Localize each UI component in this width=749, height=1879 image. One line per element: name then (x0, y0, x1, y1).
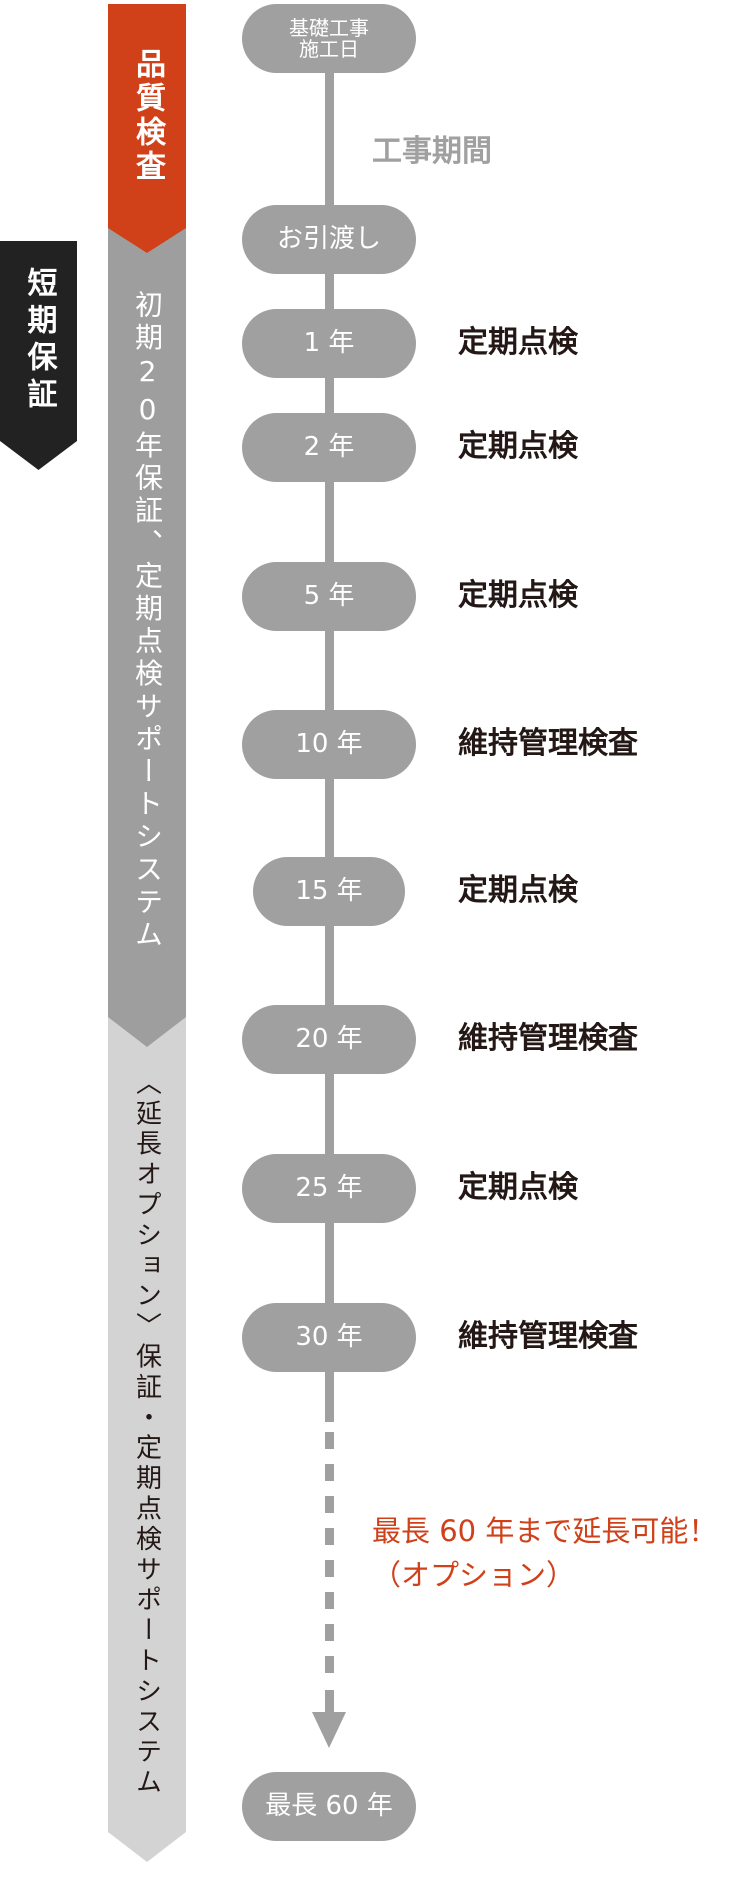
quality-inspection-label: 品質検査 (130, 48, 165, 184)
extension-note-line1: 最長 60 年まで延長可能！ (372, 1514, 718, 1548)
inspection-label: 維持管理検査 (458, 1319, 638, 1354)
extension-note-line2: （オプション） (372, 1557, 576, 1592)
initial-warranty-band: 初期20年保証、定期点検サポートシステム (108, 228, 186, 1048)
timeline-dash (325, 1464, 334, 1481)
inspection-label: 維持管理検査 (458, 1021, 638, 1056)
extension-note: 最長 60 年まで延長可能！ （オプション） (372, 1510, 717, 1597)
timeline-dash (325, 1592, 334, 1609)
short-warranty-band: 短期保証 (0, 241, 77, 470)
milestone-year-1: 1 年 (242, 309, 416, 378)
inspection-label: 定期点検 (458, 429, 578, 464)
timeline-dash (325, 1496, 334, 1513)
extended-option-label: 〈延長オプション〉保証・定期点検サポートシステム (131, 1069, 162, 1799)
milestone-year-5: 5 年 (242, 562, 416, 631)
arrow-shaft (325, 1690, 334, 1716)
inspection-label: 定期点検 (458, 325, 578, 360)
timeline-dash (325, 1528, 334, 1545)
milestone-year-2: 2 年 (242, 413, 416, 482)
milestone-foundation: 基礎工事 施工日 (242, 4, 416, 73)
extended-option-band: 〈延長オプション〉保証・定期点検サポートシステム (108, 1017, 186, 1862)
short-warranty-label: 短期保証 (21, 267, 57, 415)
inspection-label: 維持管理検査 (458, 726, 638, 761)
milestone-year-25: 25 年 (242, 1154, 416, 1223)
milestone-max-60: 最長 60 年 (242, 1772, 416, 1841)
quality-inspection-band: 品質検査 (108, 4, 186, 254)
construction-period-label: 工事期間 (372, 134, 492, 169)
inspection-label: 定期点検 (458, 873, 578, 908)
milestone-handover: お引渡し (242, 205, 416, 274)
timeline-dash (325, 1432, 334, 1449)
inspection-label: 定期点検 (458, 578, 578, 613)
milestone-year-10: 10 年 (242, 710, 416, 779)
arrow-down-icon (312, 1712, 346, 1748)
timeline-dash (325, 1656, 334, 1673)
initial-warranty-label: 初期20年保証、定期点検サポートシステム (131, 290, 164, 952)
timeline-dash (325, 1560, 334, 1577)
milestone-year-15: 15 年 (253, 857, 405, 926)
milestone-year-30: 30 年 (242, 1303, 416, 1372)
inspection-label: 定期点検 (458, 1170, 578, 1205)
milestone-year-20: 20 年 (242, 1005, 416, 1074)
timeline-dash (325, 1624, 334, 1641)
